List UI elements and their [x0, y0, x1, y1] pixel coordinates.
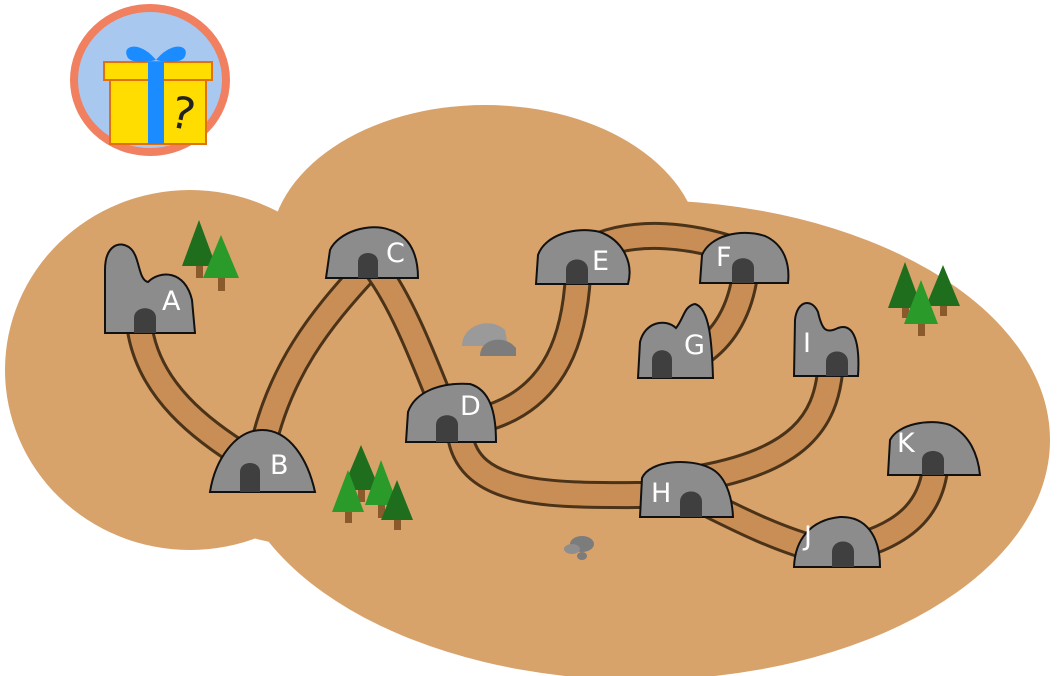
cave-H[interactable]: H — [638, 461, 735, 518]
cave-G-label: G — [684, 330, 705, 361]
tunnel-C-D — [362, 254, 454, 414]
rock-cluster-2 — [564, 536, 594, 560]
cave-F[interactable]: F — [698, 231, 790, 284]
cave-A[interactable]: A — [104, 243, 197, 334]
cave-K[interactable]: K — [886, 421, 982, 476]
cave-E-label: E — [592, 246, 609, 277]
cave-C[interactable]: C — [324, 226, 420, 279]
tunnel-D-H — [446, 421, 674, 510]
cave-F-entrance — [732, 258, 754, 283]
cave-A-entrance — [134, 308, 156, 333]
cave-A-label: A — [162, 286, 181, 317]
cave-K-label: K — [897, 428, 916, 459]
cave-B-entrance — [240, 463, 260, 492]
cave-I-label: I — [803, 328, 811, 359]
mystery-gift-box-icon: ? — [103, 46, 213, 145]
cave-D[interactable]: D — [404, 382, 498, 443]
cave-E[interactable]: E — [534, 229, 631, 285]
cave-G[interactable]: G — [636, 302, 715, 379]
tunnel-H-I — [686, 358, 844, 492]
cave-E-entrance — [566, 259, 588, 284]
tunnel-B-C — [248, 256, 380, 464]
cave-F-label: F — [716, 242, 732, 273]
tunnel-D-E — [466, 261, 592, 434]
cave-J[interactable]: J — [792, 515, 882, 568]
tree-cluster-3 — [888, 262, 960, 336]
cave-J-label: J — [802, 521, 812, 552]
cave-J-entrance — [832, 541, 854, 567]
tree-cluster-1 — [182, 220, 239, 291]
cave-K-entrance — [922, 451, 944, 475]
cave-D-entrance — [436, 415, 458, 442]
cave-C-entrance — [358, 253, 378, 278]
cave-B-label: B — [270, 450, 289, 481]
cave-D-label: D — [460, 391, 481, 422]
rock-cluster-1 — [462, 323, 516, 356]
cave-I[interactable]: I — [792, 302, 860, 377]
cave-H-label: H — [651, 478, 671, 509]
cave-H-entrance — [680, 491, 702, 517]
cave-C-label: C — [386, 238, 405, 269]
cave-B[interactable]: B — [208, 428, 317, 493]
mystery-gift-button[interactable]: ? — [70, 4, 230, 156]
tree-cluster-2 — [332, 445, 413, 530]
cave-I-entrance — [826, 351, 848, 376]
cave-G-entrance — [652, 350, 672, 378]
